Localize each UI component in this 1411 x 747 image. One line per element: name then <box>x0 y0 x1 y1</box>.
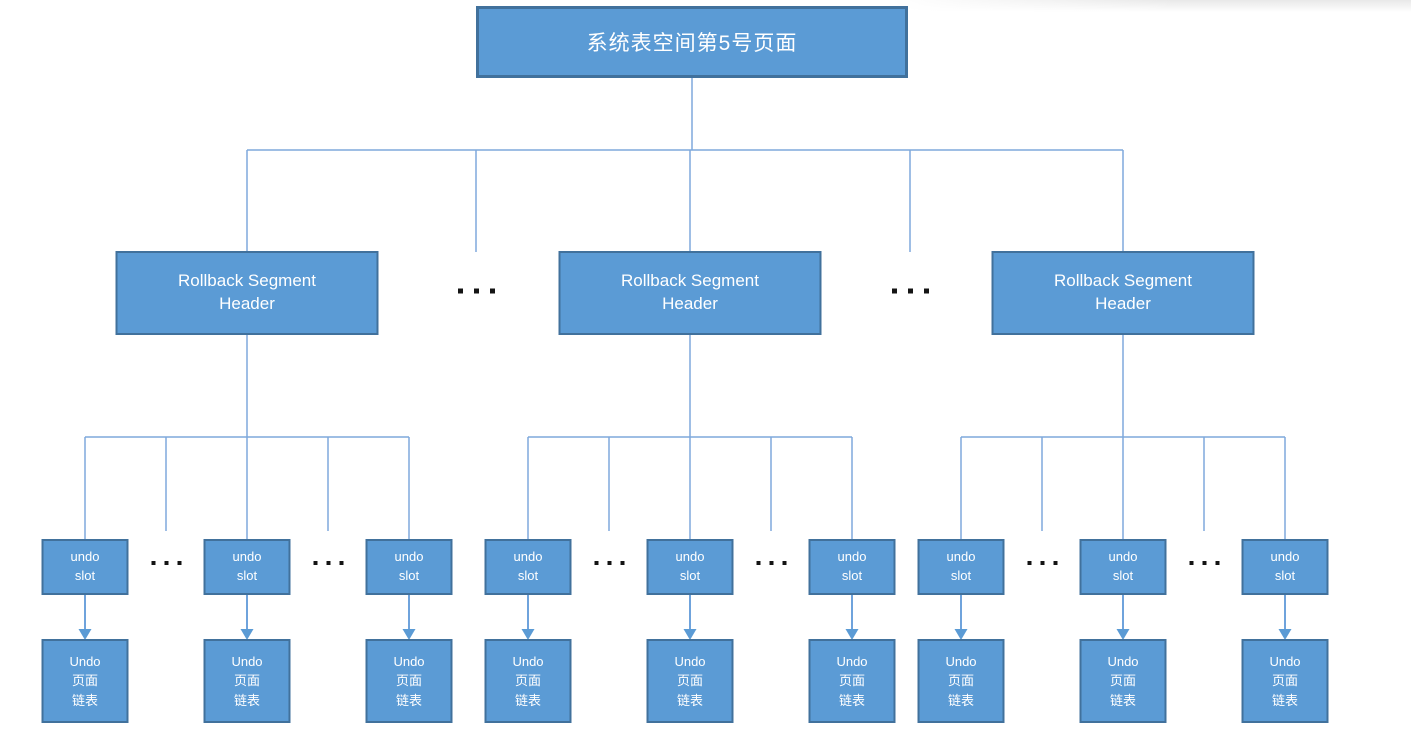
rollback-segment-header-node: Rollback Segment Header <box>558 251 822 335</box>
rollback-segment-header-node: Rollback Segment Header <box>991 251 1255 335</box>
undo-page-list-node: Undo 页面 链表 <box>917 639 1005 723</box>
undo-slot-node: undo slot <box>1079 539 1167 595</box>
undo-page-list-node: Undo 页面 链表 <box>646 639 734 723</box>
ellipsis-between-segments <box>452 288 500 294</box>
ellipsis-dot <box>151 561 155 565</box>
ellipsis-dot <box>1202 561 1206 565</box>
ellipsis-between-slots <box>1185 561 1224 565</box>
ellipsis-dot <box>1040 561 1044 565</box>
top-edge-shadow <box>891 0 1411 12</box>
ellipsis-between-segments <box>886 288 934 294</box>
ellipsis-dot <box>164 561 168 565</box>
ellipsis-dot <box>782 561 786 565</box>
ellipsis-dot <box>923 288 929 294</box>
ellipsis-dot <box>756 561 760 565</box>
undo-page-list-node: Undo 页面 链表 <box>484 639 572 723</box>
ellipsis-dot <box>177 561 181 565</box>
undo-page-list-node: Undo 页面 链表 <box>1241 639 1329 723</box>
undo-page-list-node: Undo 页面 链表 <box>41 639 129 723</box>
ellipsis-dot <box>607 561 611 565</box>
rollback-segment-header-node: Rollback Segment Header <box>115 251 379 335</box>
undo-slot-node: undo slot <box>1241 539 1329 595</box>
ellipsis-dot <box>769 561 773 565</box>
ellipsis-dot <box>891 288 897 294</box>
ellipsis-dot <box>1027 561 1031 565</box>
ellipsis-between-slots <box>147 561 186 565</box>
ellipsis-between-slots <box>752 561 791 565</box>
ellipsis-dot <box>594 561 598 565</box>
undo-slot-node: undo slot <box>917 539 1005 595</box>
ellipsis-dot <box>326 561 330 565</box>
undo-slot-node: undo slot <box>41 539 129 595</box>
ellipsis-between-slots <box>1023 561 1062 565</box>
ellipsis-dot <box>339 561 343 565</box>
undo-slot-node: undo slot <box>646 539 734 595</box>
ellipsis-dot <box>457 288 463 294</box>
root-node-system-tablespace-page: 系统表空间第5号页面 <box>476 6 908 78</box>
ellipsis-dot <box>313 561 317 565</box>
ellipsis-dot <box>1215 561 1219 565</box>
ellipsis-dot <box>1053 561 1057 565</box>
undo-page-list-node: Undo 页面 链表 <box>365 639 453 723</box>
undo-page-list-node: Undo 页面 链表 <box>1079 639 1167 723</box>
ellipsis-dot <box>489 288 495 294</box>
undo-slot-node: undo slot <box>484 539 572 595</box>
undo-slot-node: undo slot <box>203 539 291 595</box>
ellipsis-dot <box>473 288 479 294</box>
ellipsis-dot <box>907 288 913 294</box>
ellipsis-dot <box>1189 561 1193 565</box>
ellipsis-dot <box>620 561 624 565</box>
undo-slot-node: undo slot <box>365 539 453 595</box>
undo-page-list-node: Undo 页面 链表 <box>808 639 896 723</box>
undo-slot-node: undo slot <box>808 539 896 595</box>
ellipsis-between-slots <box>309 561 348 565</box>
ellipsis-between-slots <box>590 561 629 565</box>
undo-page-list-node: Undo 页面 链表 <box>203 639 291 723</box>
